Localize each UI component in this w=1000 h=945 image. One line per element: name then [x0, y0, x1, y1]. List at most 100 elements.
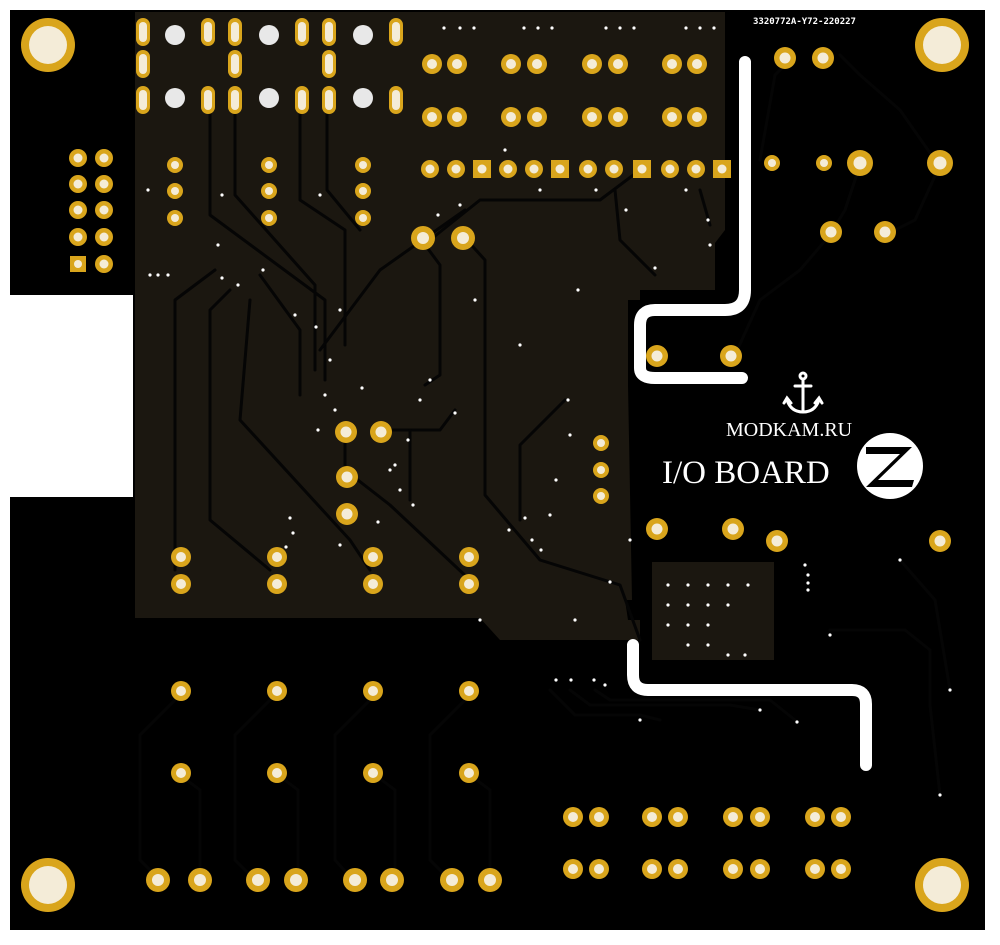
round-pad [662, 107, 682, 127]
via [550, 26, 554, 30]
via [216, 243, 220, 247]
via [411, 503, 415, 507]
via [146, 188, 150, 192]
via [318, 193, 322, 197]
via [388, 468, 392, 472]
via [393, 463, 397, 467]
round-pad [831, 859, 851, 879]
round-pad [355, 157, 371, 173]
round-pad [380, 868, 404, 892]
round-pad [261, 157, 277, 173]
via [948, 688, 952, 692]
via [568, 433, 572, 437]
via [628, 538, 632, 542]
via [473, 298, 477, 302]
zigbee-z-icon: Z [857, 433, 923, 499]
round-pad [146, 868, 170, 892]
via [618, 26, 622, 30]
via [436, 213, 440, 217]
via [360, 386, 364, 390]
round-pad [764, 155, 780, 171]
round-pad [188, 868, 212, 892]
round-pad [608, 54, 628, 74]
round-pad [608, 107, 628, 127]
via [795, 720, 799, 724]
via [624, 208, 628, 212]
via [666, 623, 670, 627]
via [746, 583, 750, 587]
round-pad [478, 868, 502, 892]
npth-holes [165, 25, 373, 108]
round-pad [267, 763, 287, 783]
through-hole-pads [69, 47, 953, 892]
round-pad [447, 160, 465, 178]
via [458, 203, 462, 207]
via [806, 581, 810, 585]
mounting-holes [21, 18, 969, 912]
round-pad [459, 763, 479, 783]
via [338, 543, 342, 547]
square-pad [473, 160, 491, 178]
oval-pads [136, 18, 403, 114]
via [686, 623, 690, 627]
round-pad [816, 155, 832, 171]
round-pad [646, 518, 668, 540]
round-pad [820, 221, 842, 243]
round-pad [723, 807, 743, 827]
round-pad [662, 54, 682, 74]
via [458, 26, 462, 30]
round-pad [847, 150, 873, 176]
via [328, 358, 332, 362]
anchor-icon [782, 371, 824, 414]
via [604, 26, 608, 30]
via [898, 558, 902, 562]
round-pad [459, 574, 479, 594]
via [686, 583, 690, 587]
part-number: 3320772A-Y72-220227 [753, 17, 856, 27]
round-pad [421, 160, 439, 178]
via [536, 26, 540, 30]
round-pad [563, 807, 583, 827]
round-pad [411, 226, 435, 250]
round-pad [440, 868, 464, 892]
round-pad [171, 547, 191, 567]
via [548, 513, 552, 517]
via [323, 393, 327, 397]
via [291, 531, 295, 535]
round-pad [723, 859, 743, 879]
round-pad [527, 107, 547, 127]
via [156, 273, 160, 277]
via [743, 653, 747, 657]
round-pad [582, 107, 602, 127]
via [576, 288, 580, 292]
via [726, 583, 730, 587]
via [726, 653, 730, 657]
via-dots [146, 26, 952, 797]
round-pad [582, 54, 602, 74]
round-pad [525, 160, 543, 178]
round-pad [805, 859, 825, 879]
round-pad [527, 54, 547, 74]
via [236, 283, 240, 287]
square-pad [713, 160, 731, 178]
via [376, 520, 380, 524]
round-pad [343, 868, 367, 892]
via [726, 603, 730, 607]
round-pad [167, 157, 183, 173]
round-pad [167, 210, 183, 226]
round-pad [167, 183, 183, 199]
via [594, 188, 598, 192]
round-pad [459, 547, 479, 567]
round-pad [642, 807, 662, 827]
silkscreen-isolation-lines [627, 56, 872, 771]
round-pad [363, 574, 383, 594]
via [803, 563, 807, 567]
round-pad [363, 547, 383, 567]
via [293, 313, 297, 317]
via [314, 325, 318, 329]
round-pad [831, 807, 851, 827]
via [758, 708, 762, 712]
via [398, 488, 402, 492]
via [316, 428, 320, 432]
